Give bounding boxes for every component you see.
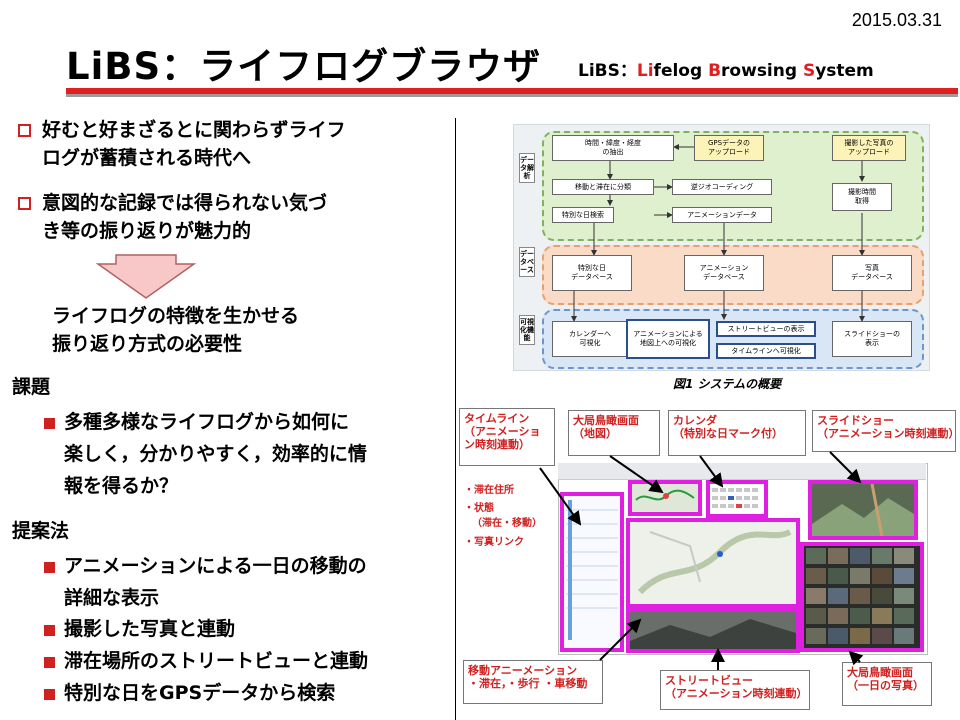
proposal-3: 滞在場所のストリートビューと連動 — [64, 650, 369, 672]
callout-overview-map-title: 大局鳥瞰画面 — [573, 414, 639, 427]
issue-line2: 楽しく，分かりやすく，効率的に情 — [64, 443, 367, 465]
subtitle-rest-2: rowsing — [721, 61, 803, 81]
timeline-item-4: ・写真リンク — [464, 537, 524, 548]
diagram-connectors — [571, 144, 865, 322]
system-diagram: データ解析 データベース 可視化機能 時間・緯度・経度 の抽出 GPSデータの … — [513, 124, 930, 371]
streetview-photo — [630, 611, 796, 649]
callout-movement: 移動アニーメーション ・滞在，・歩行 ・車移動 — [463, 660, 603, 704]
band-label-database: データベース — [519, 247, 535, 277]
proposal-1-line1: アニメーションによる一日の移動の — [64, 555, 367, 577]
intro-1-line2: ログが蓄積される時代へ — [42, 147, 252, 169]
streetview-panel — [626, 607, 800, 653]
figure-caption: 図1 システムの概要 — [673, 377, 782, 391]
subtitle-cap-3: S — [802, 61, 816, 81]
overview-map-panel — [628, 480, 702, 516]
callout-calendar: カレンダ （特別な日マーク付） — [668, 410, 806, 456]
date-label: 2015.03.31 — [851, 10, 942, 30]
bullet-square-icon — [44, 689, 55, 700]
proposal-heading: 提案法 — [12, 520, 70, 542]
subtitle-rest-1: felog — [653, 61, 709, 81]
subtitle-cap-1: Li — [636, 61, 654, 81]
page-title: LiBS：ライフログブラウザ — [66, 45, 542, 88]
callout-slideshow-title: スライドショー — [817, 414, 894, 427]
intro-1-line1: 好むと好まざるとに関わらずライフ — [42, 119, 346, 141]
down-arrow-icon — [96, 254, 196, 299]
subtitle-prefix: LiBS： — [578, 61, 637, 81]
node-photo-db: 写真 データベース — [832, 255, 912, 291]
callout-timeline-title: タイムライン — [464, 412, 530, 425]
issue-line3: 報を得るか？ — [64, 475, 179, 497]
column-divider — [455, 118, 456, 720]
node-extract: 時間・緯度・経度 の抽出 — [552, 135, 674, 161]
node-slideshow: スライドショーの 表示 — [832, 321, 912, 357]
calendar-grid — [712, 488, 758, 508]
callout-streetview-title: ストリートビュー — [665, 674, 753, 687]
node-anim-db: アニメーション データベース — [684, 255, 764, 291]
bullet-box-icon — [18, 124, 31, 137]
bullet-box-icon — [18, 197, 31, 210]
proposal-1-line2: 詳細な表示 — [64, 587, 160, 609]
node-anim-data: アニメーションデータ — [672, 207, 772, 223]
route-map — [635, 489, 695, 501]
timeline-item-3: （滞在・移動） — [472, 518, 542, 529]
node-map-anim-vis: アニメーションによる 地図上への可視化 — [626, 319, 710, 359]
callout-streetview-sub: （アニメーション時刻連動） — [665, 687, 808, 700]
node-shoot-time: 撮影時間 取得 — [832, 183, 892, 211]
node-gps-upload: GPSデータの アップロード — [694, 135, 764, 161]
calendar-panel — [706, 480, 768, 518]
timeline-list — [566, 500, 618, 640]
node-streetview: ストリートビューの表示 — [716, 321, 816, 337]
callout-timeline-sub: （アニメーショ ン時刻連動） — [464, 425, 541, 451]
callout-overview-photos-title: 大局鳥瞰画面 — [847, 666, 913, 679]
proposal-2: 撮影した写真と連動 — [64, 618, 236, 640]
bullet-square-icon — [44, 418, 55, 429]
callout-streetview: ストリートビュー （アニメーション時刻連動） — [660, 670, 810, 710]
callout-timeline: タイムライン （アニメーショ ン時刻連動） — [459, 408, 555, 466]
callout-overview-photos-sub: （一日の写真） — [847, 679, 924, 692]
callout-overview-photos: 大局鳥瞰画面 （一日の写真） — [842, 662, 932, 706]
photos-grid — [806, 548, 914, 644]
timeline-item-1: ・滞在住所 — [464, 485, 514, 496]
photos-grid-panel — [800, 542, 924, 652]
bullet-square-icon — [44, 657, 55, 668]
intro-2-line1: 意図的な記録では得られない気づ — [42, 192, 328, 214]
subtitle-cap-2: B — [708, 61, 722, 81]
node-calendar-vis: カレンダーへ 可視化 — [552, 321, 628, 357]
callout-slideshow: スライドショー （アニメーション時刻連動） — [812, 410, 960, 452]
intro-2-line2: き等の振り返りが魅力的 — [42, 220, 252, 242]
slideshow-photo — [812, 483, 914, 537]
movement-animation-map — [626, 518, 800, 608]
page-subtitle: LiBS：Lifelog Browsing System — [578, 56, 874, 81]
node-special-search: 特別な日検索 — [552, 207, 614, 223]
movement-map — [630, 522, 796, 604]
conclusion-line1: ライフログの特徴を生かせる — [52, 305, 300, 327]
issue-line1: 多種多様なライフログから如何に — [64, 411, 350, 433]
callout-slideshow-sub: （アニメーション時刻連動） — [817, 427, 960, 440]
callout-calendar-sub: （特別な日マーク付） — [673, 427, 783, 440]
node-reverse-geocode: 逆ジオコーディング — [672, 179, 772, 195]
conclusion-line2: 振り返り方式の必要性 — [52, 333, 243, 355]
callout-movement-sub: ・滞在，・歩行 ・車移動 — [468, 677, 588, 690]
proposal-4: 特別な日をGPSデータから検索 — [64, 682, 336, 704]
band-label-analysis: データ解析 — [519, 153, 535, 183]
callout-movement-title: 移動アニーメーション — [468, 664, 578, 677]
issue-heading: 課題 — [12, 376, 51, 398]
subtitle-rest-3: ystem — [815, 61, 874, 81]
node-timeline-vis: タイムラインへ可視化 — [716, 343, 816, 359]
node-split: 移動と滞在に分類 — [552, 179, 654, 195]
timeline-item-2: ・状態 — [464, 503, 494, 514]
node-photo-upload: 撮影した写真の アップロード — [832, 135, 906, 161]
app-browser-bar — [558, 463, 926, 480]
band-label-visualization: 可視化機能 — [519, 315, 535, 345]
node-special-db: 特別な日 データベース — [552, 255, 632, 291]
title-underline-shadow — [66, 94, 958, 97]
title-underline — [66, 88, 958, 94]
callout-overview-map: 大局鳥瞰画面 （地図） — [568, 410, 660, 456]
bullet-square-icon — [44, 625, 55, 636]
bullet-square-icon — [44, 562, 55, 573]
slideshow-panel — [808, 480, 918, 540]
callout-overview-map-sub: （地図） — [573, 427, 617, 440]
callout-calendar-title: カレンダ — [673, 414, 717, 427]
